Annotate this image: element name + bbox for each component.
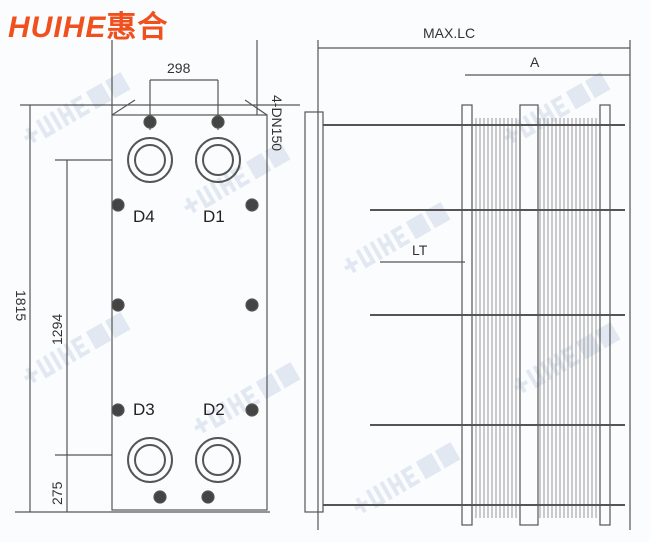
watermark-mark: [194, 362, 301, 434]
huihe-logo: HUIHE惠合: [8, 2, 168, 46]
port-spacing-dimension: 1294: [49, 314, 65, 345]
watermark-mark: [514, 322, 621, 394]
bottom-dimension: 275: [49, 481, 65, 505]
lt-label: LT: [412, 242, 428, 258]
watermark-mark: [24, 312, 131, 384]
fixed-frame: [304, 111, 324, 513]
watermark-mark: [24, 72, 131, 144]
logo-chinese: 惠合: [106, 11, 169, 44]
frame-plate: [111, 114, 268, 511]
width-dimension: 298: [167, 60, 191, 76]
port-label: D2: [203, 400, 225, 419]
total-height-dimension: 1815: [13, 290, 29, 321]
a-label: A: [530, 54, 540, 70]
port-label: D1: [203, 207, 225, 226]
logo-text: HUIHE: [8, 11, 107, 44]
watermark-mark: [344, 202, 451, 274]
port-label: D4: [133, 207, 155, 226]
max-lc-label: MAX.LC: [423, 25, 475, 41]
port-label: D3: [133, 400, 155, 419]
connection-label: 4-DN150: [269, 95, 285, 151]
